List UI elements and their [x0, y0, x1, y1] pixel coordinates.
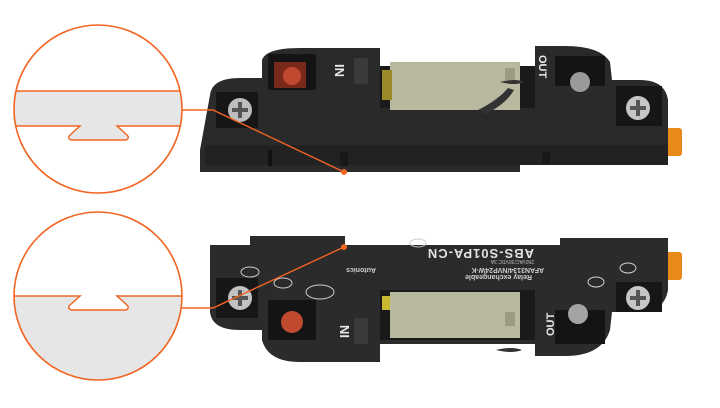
- brand-label: Autonics: [346, 266, 376, 273]
- top-out-label: OUT: [536, 55, 548, 79]
- callout-top: [13, 24, 347, 194]
- model-label: ABS-S01PA-CN: [427, 246, 534, 261]
- rating-label: 250VAC/30VDC 3A: [490, 258, 534, 264]
- top-relay-socket: [200, 46, 682, 172]
- bottom-in-label: IN: [337, 325, 352, 338]
- relay-note-label: Relay exchangeable: [465, 273, 532, 280]
- relay-code-label: AFAN3134/NVP24W-K: [471, 266, 544, 273]
- bottom-relay-socket: [210, 236, 682, 362]
- bottom-out-label: OUT: [545, 313, 557, 337]
- top-in-label: IN: [332, 64, 347, 77]
